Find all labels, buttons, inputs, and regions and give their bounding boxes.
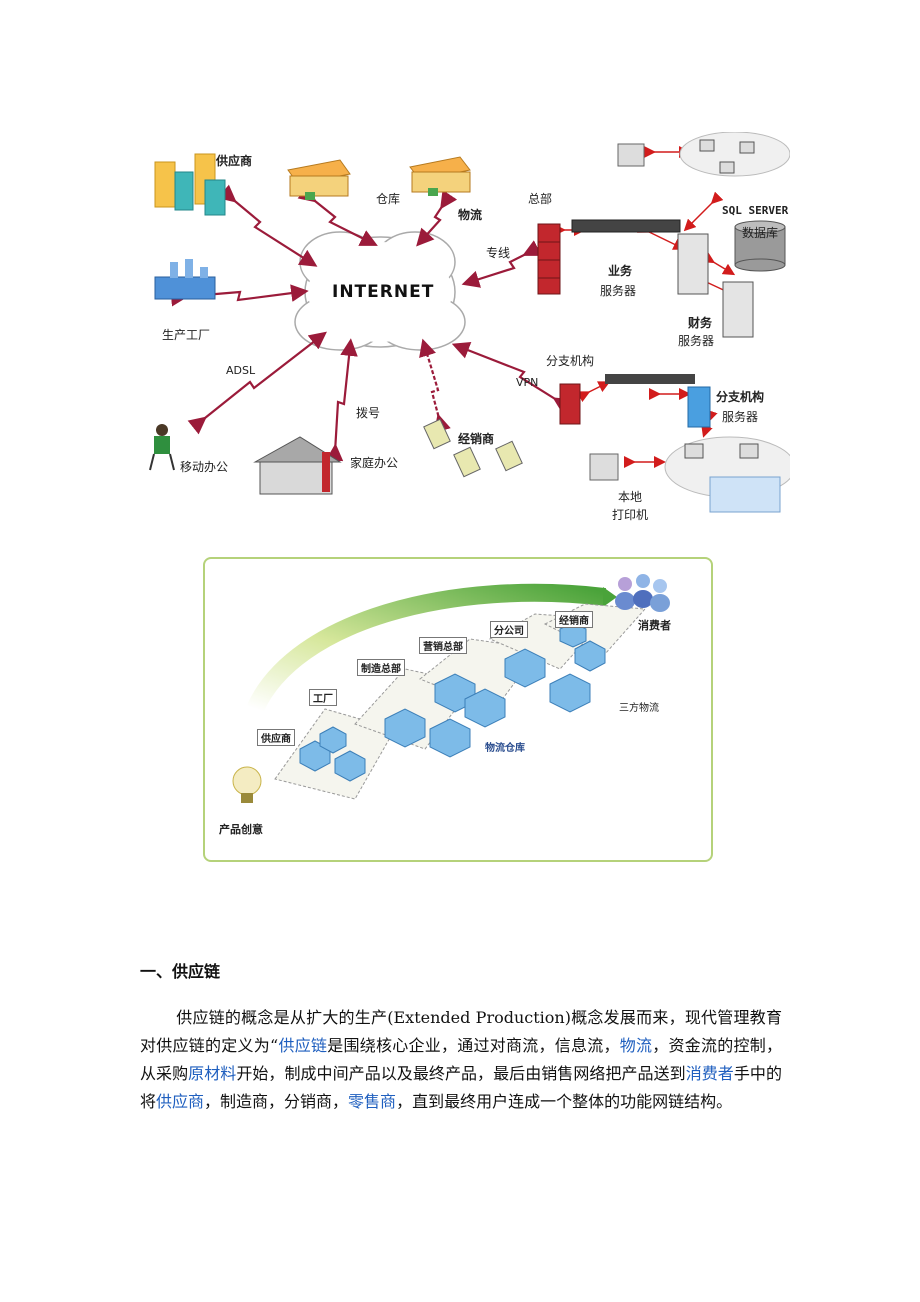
hex-nodes <box>299 622 606 782</box>
consumers-icon <box>615 574 670 612</box>
link-retailer[interactable]: 零售商 <box>348 1092 397 1111</box>
factory-icon <box>154 259 216 300</box>
headquarters-label: 总部 <box>528 192 553 206</box>
branch-server-icon <box>687 386 711 428</box>
local-label: 本地 <box>618 490 643 504</box>
paragraph-text: ，资金流的控制，从采购 <box>140 1036 782 1083</box>
warehouse-icon <box>287 159 351 200</box>
dedicated-line-label: 专线 <box>486 246 511 260</box>
branch-server-title-label: 分支机构 <box>716 390 765 404</box>
paragraph-text: 开始，制成中间产品以及最终产品，最后由销售网络把产品送到 <box>236 1064 686 1083</box>
branch-lan-cloud-icon <box>664 436 790 513</box>
home-office-label: 家庭办公 <box>350 456 399 470</box>
body-paragraph: 供应链的概念是从扩大的生产(Extended Production)概念发展而来… <box>140 1004 782 1116</box>
business-server-icon <box>677 233 709 295</box>
adsl-label: ADSL <box>226 364 256 377</box>
router-icon <box>571 219 681 233</box>
logistics-warehouse-label: 物流仓库 <box>485 743 525 754</box>
branch-server-label: 服务器 <box>722 410 759 424</box>
supplier-label: 供应商 <box>216 154 253 168</box>
dealer-tag: 经销商 <box>555 611 593 628</box>
link-logistics[interactable]: 物流 <box>619 1036 653 1055</box>
database-icon <box>734 220 786 272</box>
sales-hq-tag: 营销总部 <box>419 637 467 654</box>
home-office-house-icon <box>253 436 342 495</box>
product-idea-label: 产品创意 <box>219 823 263 836</box>
factory-tag: 工厂 <box>309 689 337 706</box>
link-supply-chain[interactable]: 供应链 <box>278 1036 328 1055</box>
printer-icon <box>617 143 645 167</box>
dealer-label: 经销商 <box>458 432 495 446</box>
consumer-label: 消费者 <box>638 619 671 632</box>
logistics-label: 物流 <box>458 208 483 222</box>
supplier-tag: 供应商 <box>257 729 295 746</box>
manufacturing-hq-tag: 制造总部 <box>357 659 405 676</box>
branch-router-icon <box>605 374 695 384</box>
flow-diagram-graphics <box>232 574 670 803</box>
branch-firewall-icon <box>559 383 581 425</box>
supplier-buildings-icon <box>154 153 226 216</box>
growth-arc-arrow <box>246 583 607 713</box>
mobile-office-person-icon <box>149 424 175 471</box>
network-diagram: INTERNET 供应商 仓库 物流 总部 专线 SQL SERVER 数据库 … <box>140 132 790 527</box>
vpn-label: VPN <box>516 376 539 389</box>
finance-label: 财务 <box>688 316 713 330</box>
paragraph-text: 手中的将 <box>140 1064 782 1111</box>
lightbulb-icon <box>232 766 262 803</box>
link-raw-materials[interactable]: 原材料 <box>188 1064 237 1083</box>
warehouse-label: 仓库 <box>376 192 401 206</box>
sql-server-label: SQL SERVER <box>722 204 789 217</box>
finance-server-label: 服务器 <box>678 334 715 348</box>
third-party-logistics-label: 三方物流 <box>619 703 659 714</box>
link-consumer[interactable]: 消费者 <box>685 1064 734 1083</box>
paragraph-text: 是围绕核心企业，通过对商流，信息流， <box>327 1036 620 1055</box>
link-supplier[interactable]: 供应商 <box>156 1092 205 1111</box>
paragraph-text: ，制造商，分销商， <box>204 1092 349 1111</box>
branch-label: 分支机构 <box>546 354 595 368</box>
finance-server-icon <box>722 281 754 338</box>
lan-cloud-icon <box>679 132 790 177</box>
connection-arrows <box>170 184 573 462</box>
growth-arc-arrowhead <box>603 587 617 607</box>
logistics-warehouse-icon <box>409 156 471 196</box>
section-title: 一、供应链 <box>140 962 221 981</box>
internet-label: INTERNET <box>332 282 435 302</box>
business-label: 业务 <box>608 264 633 278</box>
network-diagram-graphics <box>149 132 790 513</box>
local-printer-icon <box>589 453 619 481</box>
dialup-label: 拨号 <box>356 406 381 420</box>
branch-company-tag: 分公司 <box>490 621 528 638</box>
printer-label: 打印机 <box>612 508 649 522</box>
paragraph-text: 供应链的概念是从扩大的生产(Extended Production)概念发展而来… <box>140 1008 782 1055</box>
paragraph-text: ，直到最终用户连成一个整体的功能网链结构。 <box>396 1092 733 1111</box>
supply-chain-flow-diagram: 消费者 经销商 分公司 营销总部 制造总部 工厂 供应商 三方物流 物流仓库 产… <box>203 557 713 862</box>
mobile-office-label: 移动办公 <box>180 460 229 474</box>
factory-label: 生产工厂 <box>162 328 211 342</box>
business-server-label: 服务器 <box>600 284 637 298</box>
dealer-device-icon <box>423 418 523 478</box>
database-label: 数据库 <box>742 226 779 240</box>
firewall-icon <box>537 223 561 295</box>
